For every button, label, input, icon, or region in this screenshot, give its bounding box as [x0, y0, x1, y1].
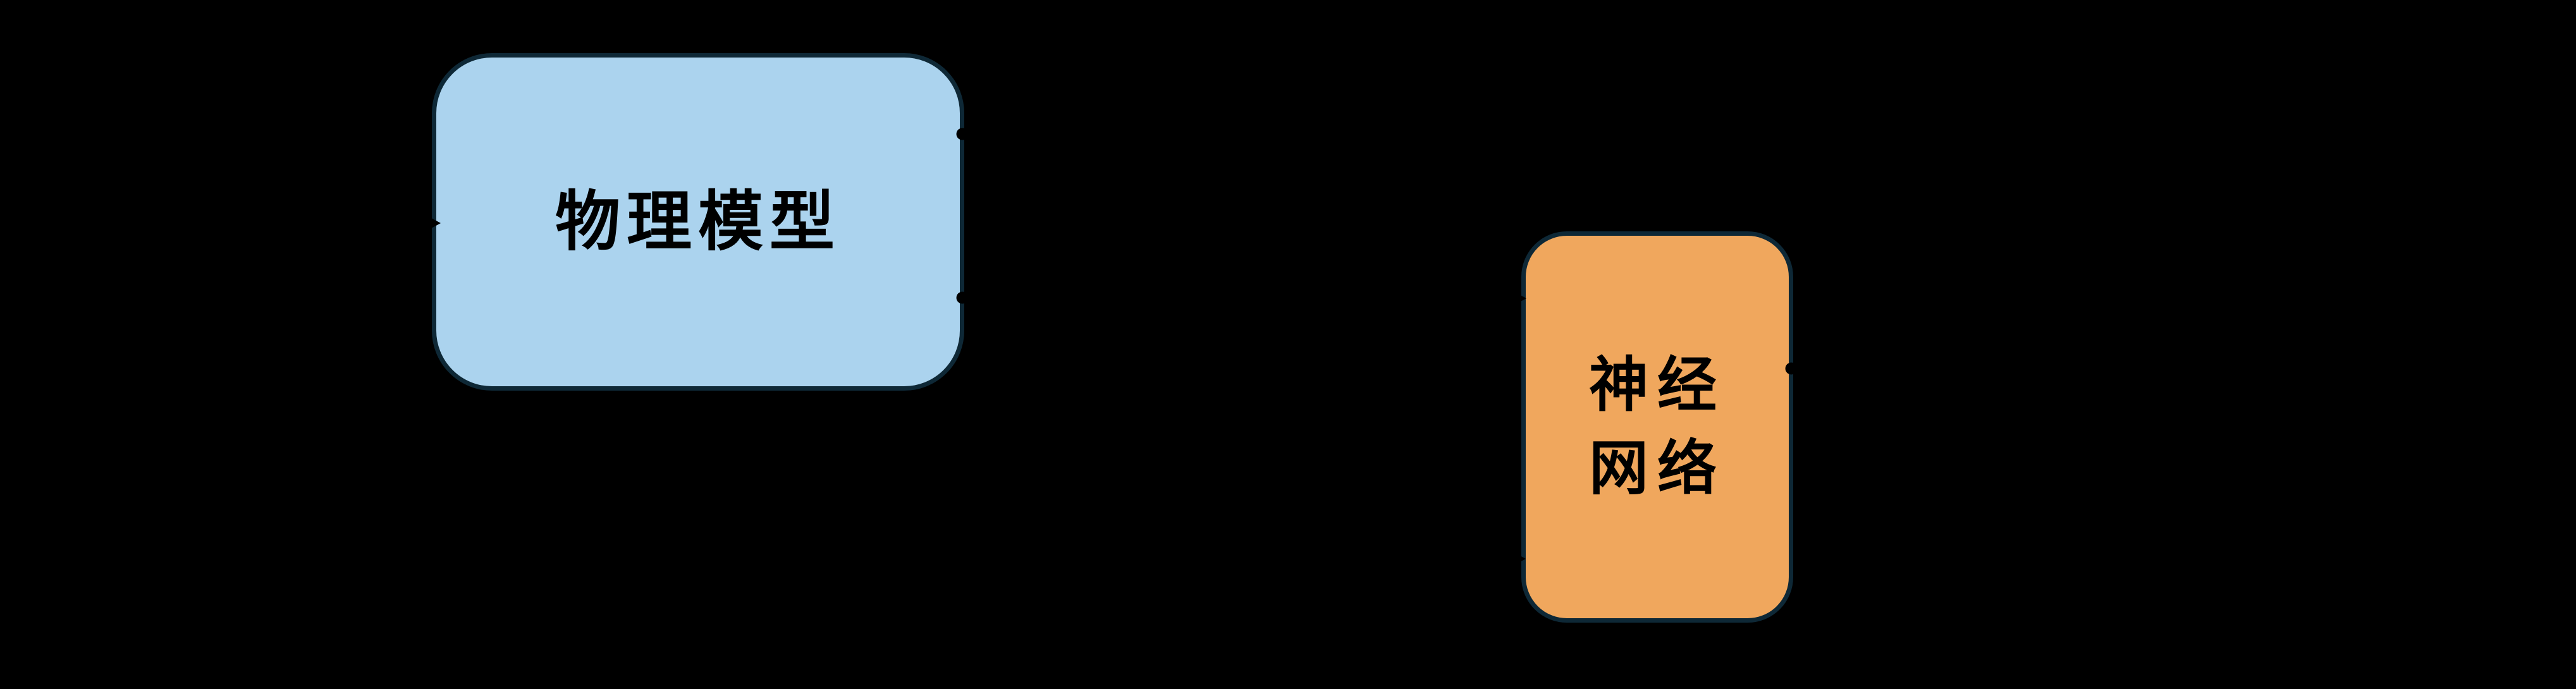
neural-network-node: 神经 网络: [1521, 231, 1793, 623]
neural-network-right-dot: [1785, 362, 1798, 375]
neural-network-label-line-2: 网络: [1588, 434, 1726, 503]
physical-model-label: 物理模型: [555, 184, 841, 260]
physical-model-node: 物理模型: [432, 53, 964, 391]
physical-model-right-lower-dot: [956, 291, 969, 304]
neural-network-label-line-1: 神经: [1588, 350, 1726, 420]
physical-model-right-upper-dot: [956, 128, 969, 140]
neural-network-label: 神经 网络: [1589, 344, 1726, 511]
